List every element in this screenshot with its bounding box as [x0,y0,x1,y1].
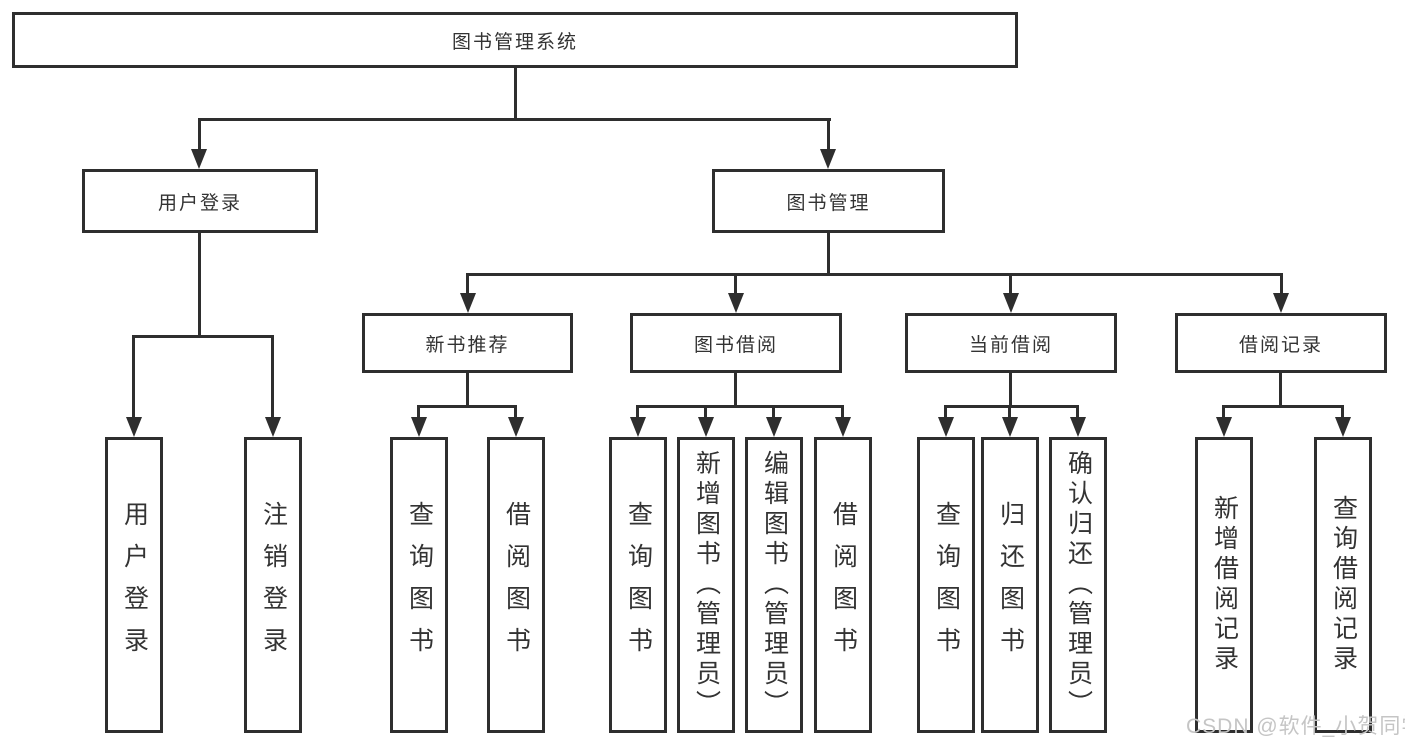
arrow-down-icon [1002,417,1018,437]
node-leaf-logout: 注销登录 [244,437,302,733]
connector-drop-book-borrow [734,273,737,297]
node-leaf-cb-query-book: 查询图书 [917,437,975,733]
node-leaf-bb-query-book: 查询图书 [609,437,667,733]
arrow-down-icon [411,417,427,437]
connector-current-borrow-stem [1009,373,1012,405]
node-leaf-cb-return-book: 归还图书 [981,437,1039,733]
connector-drop [514,405,517,420]
node-leaf-nbr-query-book-label: 查询图书 [405,501,434,669]
node-current-borrow-label: 当前借阅 [968,334,1053,356]
node-leaf-br-add-record-label: 新增借阅记录 [1210,495,1239,675]
connector-book-borrow-bar [636,405,844,408]
connector-drop [841,405,844,420]
node-leaf-user-login-label: 用户登录 [120,501,149,669]
connector-drop-borrow-records [1280,273,1283,297]
node-leaf-user-login: 用户登录 [105,437,163,733]
node-user-login-group: 用户登录 [82,169,318,233]
node-borrow-records-label: 借阅记录 [1238,334,1323,356]
connector-book-mgmt-stem [827,233,830,273]
node-leaf-cb-return-book-label: 归还图书 [996,501,1025,669]
connector-drop [1341,405,1344,420]
connector-new-book-rec-stem [466,373,469,405]
connector-drop [944,405,947,420]
arrow-down-icon [1070,417,1086,437]
connector-drop-leaf-user-login [132,335,135,420]
node-leaf-br-query-record: 查询借阅记录 [1314,437,1372,733]
connector-drop-new-book-rec [466,273,469,297]
node-book-borrow-label: 图书借阅 [693,334,778,356]
csdn-watermark: CSDN @软件_小贺同学 [1186,715,1405,738]
connector-drop-book-mgmt [827,118,830,151]
connector-drop [704,405,707,420]
node-leaf-nbr-query-book: 查询图书 [390,437,448,733]
node-root: 图书管理系统 [12,12,1018,68]
arrow-down-icon [728,293,744,313]
node-new-book-rec-label: 新书推荐 [425,334,510,356]
arrow-down-icon [265,417,281,437]
arrow-down-icon [1335,417,1351,437]
arrow-down-icon [1216,417,1232,437]
connector-root-stem [514,68,517,118]
connector-user-login-bar [132,335,274,338]
node-borrow-records: 借阅记录 [1175,313,1387,373]
arrow-down-icon [191,149,207,169]
node-leaf-bb-borrow-book-label: 借阅图书 [829,501,858,669]
node-new-book-rec: 新书推荐 [362,313,573,373]
connector-borrow-records-bar [1222,405,1344,408]
node-leaf-cb-confirm-return-label: 确认归还（管理员） [1064,450,1093,720]
connector-root-bar [198,118,831,121]
node-leaf-cb-confirm-return: 确认归还（管理员） [1049,437,1107,733]
arrow-down-icon [835,417,851,437]
connector-drop [636,405,639,420]
connector-drop-current-borrow [1009,273,1012,297]
node-leaf-bb-edit-book: 编辑图书（管理员） [745,437,803,733]
node-leaf-logout-label: 注销登录 [259,501,288,669]
connector-drop [1008,405,1011,420]
node-leaf-nbr-borrow-book-label: 借阅图书 [502,501,531,669]
node-book-mgmt: 图书管理 [712,169,945,233]
node-user-login-group-label: 用户登录 [157,192,242,214]
node-leaf-bb-borrow-book: 借阅图书 [814,437,872,733]
node-leaf-bb-add-book: 新增图书（管理员） [677,437,735,733]
connector-user-login-stem [198,233,201,335]
node-current-borrow: 当前借阅 [905,313,1117,373]
arrow-down-icon [938,417,954,437]
node-leaf-bb-edit-book-label: 编辑图书（管理员） [760,450,789,720]
connector-book-mgmt-bar [466,273,1283,276]
node-book-borrow: 图书借阅 [630,313,842,373]
connector-drop [772,405,775,420]
connector-drop [417,405,420,420]
connector-drop-leaf-logout [271,335,274,420]
node-leaf-bb-query-book-label: 查询图书 [624,501,653,669]
arrow-down-icon [126,417,142,437]
connector-drop [1076,405,1079,420]
node-leaf-bb-add-book-label: 新增图书（管理员） [692,450,721,720]
connector-current-borrow-bar [944,405,1079,408]
arrow-down-icon [1003,293,1019,313]
node-leaf-br-add-record: 新增借阅记录 [1195,437,1253,733]
connector-drop-user-login [198,118,201,151]
node-book-mgmt-label: 图书管理 [786,192,871,214]
arrow-down-icon [820,149,836,169]
arrow-down-icon [460,293,476,313]
arrow-down-icon [630,417,646,437]
node-leaf-cb-query-book-label: 查询图书 [932,501,961,669]
connector-borrow-records-stem [1279,373,1282,405]
node-leaf-nbr-borrow-book: 借阅图书 [487,437,545,733]
arrow-down-icon [1273,293,1289,313]
connector-book-borrow-stem [734,373,737,405]
arrow-down-icon [698,417,714,437]
connector-new-book-rec-bar [417,405,517,408]
arrow-down-icon [508,417,524,437]
connector-drop [1222,405,1225,420]
node-root-label: 图书管理系统 [451,31,578,53]
arrow-down-icon [766,417,782,437]
node-leaf-br-query-record-label: 查询借阅记录 [1329,495,1358,675]
